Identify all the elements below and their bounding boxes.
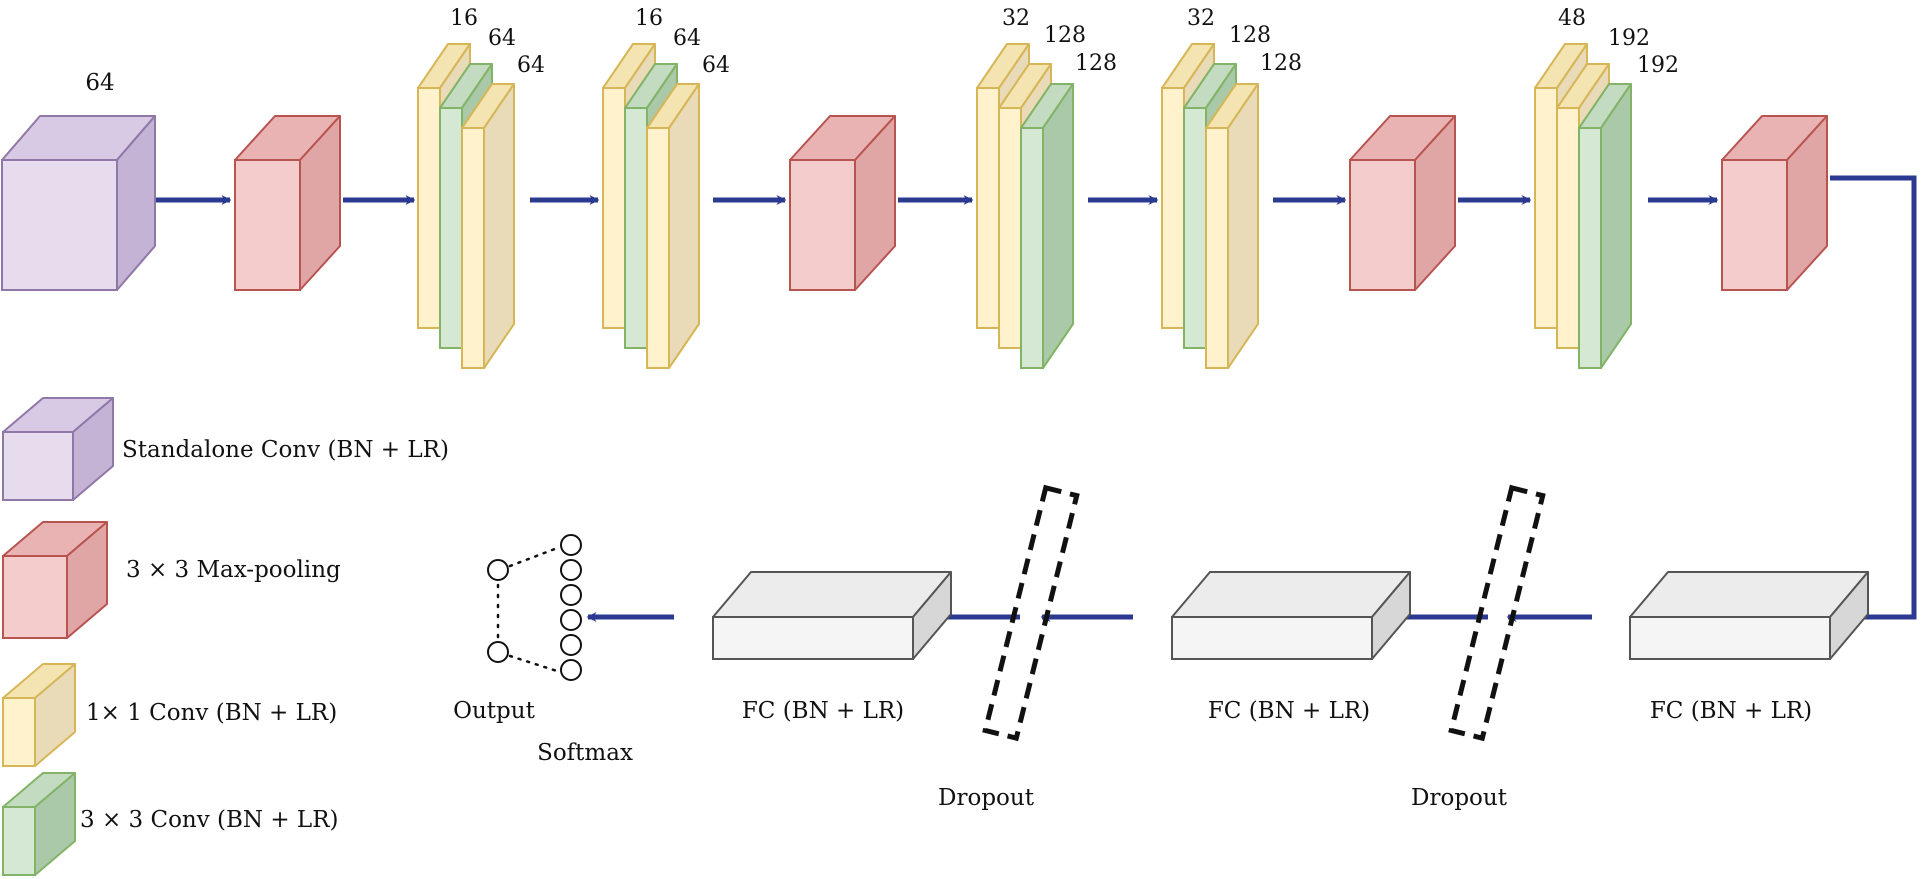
dropout-2-label: Dropout	[938, 785, 1035, 811]
inception-1-label-b: 64	[488, 26, 516, 51]
inception-3-label-b: 128	[1044, 23, 1086, 48]
fc-layer-3	[712, 571, 952, 660]
legend-swatch-max-pooling	[2, 521, 108, 639]
inception-1-label-c: 64	[517, 53, 545, 78]
inception-2-layer-3	[646, 83, 700, 369]
softmax-neuron	[560, 609, 582, 631]
output-neuron	[487, 641, 509, 663]
max-pooling-block-2	[789, 115, 896, 291]
legend-swatch-conv-1x1	[2, 663, 76, 767]
softmax-neuron	[560, 659, 582, 681]
dropout-1	[1448, 484, 1546, 742]
legend-swatch-standalone-conv	[2, 397, 114, 501]
max-pooling-block-3	[1349, 115, 1456, 291]
dropout-1-label: Dropout	[1411, 785, 1508, 811]
output-link	[508, 545, 562, 568]
max-pooling-block-4	[1721, 115, 1828, 291]
inception-3-label-a: 32	[1002, 6, 1030, 31]
input-block-label: 64	[85, 70, 114, 96]
fc-layer-2-label: FC (BN + LR)	[1208, 698, 1370, 724]
inception-5-layer-3	[1578, 83, 1632, 369]
legend-standalone-conv-label: Standalone Conv (BN + LR)	[122, 437, 449, 463]
inception-2-label-b: 64	[673, 26, 701, 51]
output-neurons	[487, 534, 582, 681]
fc-layer-1	[1629, 571, 1869, 660]
softmax-neuron	[560, 634, 582, 656]
inception-4-layer-3	[1205, 83, 1259, 369]
inception-5-label-a: 48	[1558, 6, 1586, 31]
legend-swatch-conv-3x3	[2, 772, 76, 876]
inception-5-label-b: 192	[1608, 26, 1650, 51]
fc-layer-2	[1171, 571, 1411, 660]
inception-1-label-a: 16	[450, 6, 478, 31]
softmax-neuron	[560, 584, 582, 606]
inception-5-label-c: 192	[1637, 53, 1679, 78]
fc-layer-3-label: FC (BN + LR)	[742, 698, 904, 724]
labels-layer: 64 16 64 64 16 64 64 32 128 128 32 128 1…	[80, 6, 1812, 833]
inception-3-layer-3	[1020, 83, 1074, 369]
inception-4-label-a: 32	[1187, 6, 1215, 31]
legend-conv-3x3-label: 3 × 3 Conv (BN + LR)	[80, 807, 339, 833]
output-label: Output	[453, 698, 535, 724]
output-link	[508, 654, 562, 674]
legend-max-pooling-label: 3 × 3 Max-pooling	[126, 557, 341, 583]
softmax-neuron	[560, 559, 582, 581]
max-pooling-block-1	[234, 115, 341, 291]
output-neuron	[487, 559, 509, 581]
legend-conv-1x1-label: 1× 1 Conv (BN + LR)	[86, 700, 337, 726]
blocks-layer	[1, 43, 1869, 876]
standalone-conv-block	[1, 115, 156, 291]
fc-layer-1-label: FC (BN + LR)	[1650, 698, 1812, 724]
inception-2-label-c: 64	[702, 53, 730, 78]
inception-1-layer-3	[461, 83, 515, 369]
inception-4-label-b: 128	[1229, 23, 1271, 48]
inception-2-label-a: 16	[635, 6, 663, 31]
arrow-to-fc	[1830, 175, 1917, 622]
dropout-2	[982, 484, 1080, 742]
inception-3-label-c: 128	[1075, 51, 1117, 76]
inception-4-label-c: 128	[1260, 51, 1302, 76]
softmax-neuron	[560, 534, 582, 556]
softmax-label: Softmax	[537, 740, 633, 766]
